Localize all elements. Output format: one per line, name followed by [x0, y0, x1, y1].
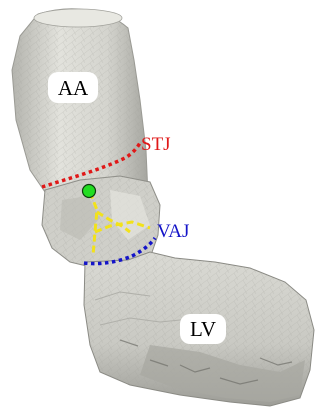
reference-point — [83, 185, 96, 198]
vaj-label: VAJ — [157, 221, 189, 242]
aa-label-text: AA — [58, 76, 89, 100]
aortic-root-surface — [42, 176, 160, 268]
lv-label-text: LV — [190, 317, 216, 341]
ascending-aorta-surface — [12, 9, 148, 198]
aa-label: AA — [48, 72, 98, 103]
stj-label: STJ — [141, 134, 171, 155]
lv-label: LV — [180, 314, 226, 344]
